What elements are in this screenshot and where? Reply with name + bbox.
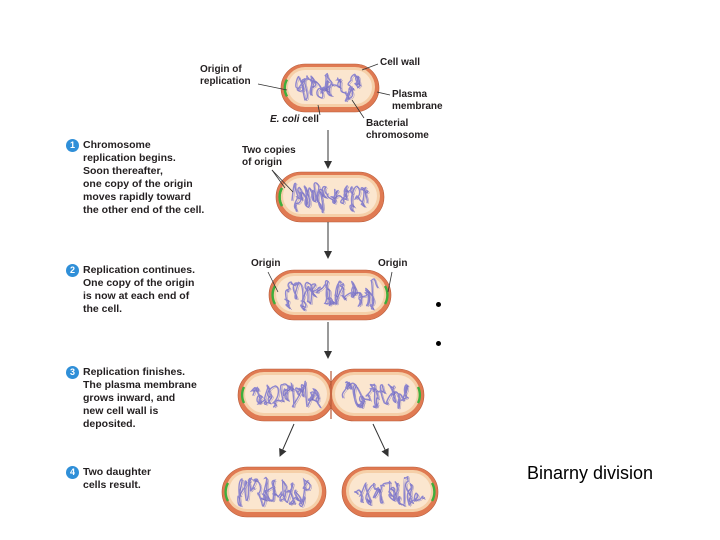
step-3-badge: 3	[66, 366, 79, 379]
leader-bacterial-chromosome	[351, 99, 365, 119]
origin-of-replication-left-0	[224, 482, 230, 502]
arrow-split-right	[372, 423, 389, 457]
chromosome-dna	[341, 381, 410, 410]
daughter-cell-left	[221, 466, 327, 518]
leader-cell-wall	[361, 63, 379, 71]
origin-of-replication-left-0	[271, 285, 277, 305]
label-ecoli-rest: cell	[299, 114, 319, 125]
cell-stage-2	[268, 269, 392, 321]
origin-of-replication-right	[416, 386, 422, 404]
leader-origin-right	[387, 271, 393, 293]
step-4-badge: 4	[66, 466, 79, 479]
origin-of-replication-right-1	[383, 285, 389, 305]
origin-of-replication-left	[240, 386, 246, 404]
label-origin-right: Origin	[378, 258, 408, 269]
slide-bullet-2	[436, 341, 441, 346]
chromosome-dna	[237, 477, 311, 508]
origin-of-replication-left-0	[283, 78, 289, 98]
label-origin-of-replication: Origin of replication	[200, 64, 251, 87]
arrow-split-left	[279, 423, 295, 457]
cell-stage-3-dividing	[237, 368, 425, 422]
leader-plasma-membrane	[376, 91, 391, 96]
label-bacterial-chromosome: Bacterial chromosome	[366, 118, 429, 141]
leader-two-copies-b	[271, 169, 294, 193]
step-2-badge: 2	[66, 264, 79, 277]
label-cell-wall: Cell wall	[380, 57, 421, 68]
leader-origin-of-replication	[257, 83, 288, 91]
step-1-badge: 1	[66, 139, 79, 152]
cell-stage-0	[280, 63, 380, 113]
chromosome-dna	[284, 278, 379, 311]
origin-of-replication-right-0	[430, 482, 436, 502]
label-ecoli-italic: E. coli	[270, 114, 300, 125]
chromosome-dna	[354, 475, 426, 507]
step-2-text: Replication continues. One copy of the o…	[83, 264, 196, 315]
step-4-text: Two daughter cells result.	[83, 466, 152, 491]
daughter-cell-right	[341, 466, 439, 518]
slide-bullet-1	[436, 302, 441, 307]
label-origin-left: Origin	[251, 258, 281, 269]
step-3-text: Replication finishes. The plasma membran…	[83, 366, 197, 430]
label-plasma-membrane: Plasma membrane	[392, 89, 443, 112]
leader-ecoli-cell	[317, 104, 321, 116]
origin-of-replication-left-1	[278, 187, 284, 207]
label-two-copies-of-origin: Two copies of origin	[242, 145, 296, 168]
leader-two-copies-a	[271, 169, 286, 189]
cell-stage-1	[275, 171, 385, 223]
label-ecoli-cell: E. coli cell	[270, 114, 319, 126]
slide-caption: Binarny division	[527, 463, 654, 483]
step-1-text: Chromosome replication begins. Soon ther…	[83, 139, 205, 216]
leader-origin-left	[267, 271, 279, 293]
